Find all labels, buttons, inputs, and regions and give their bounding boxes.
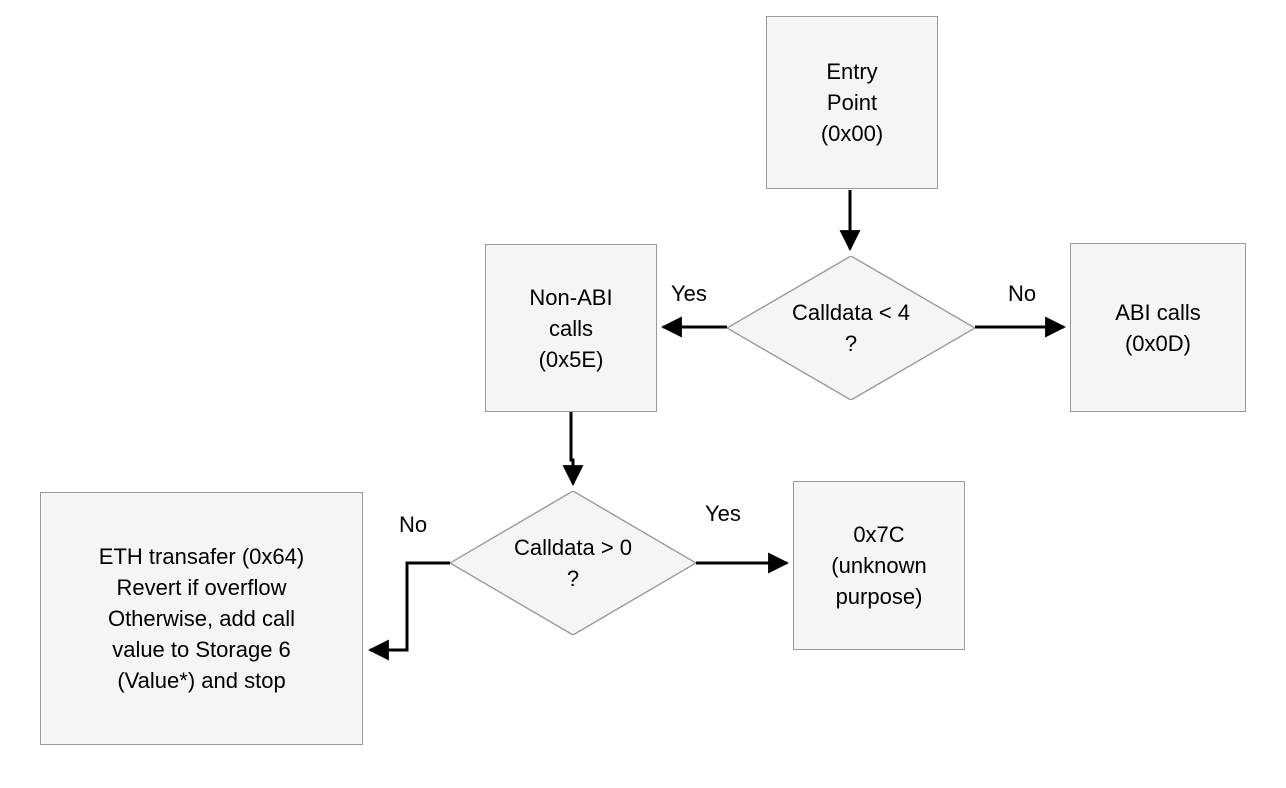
- node-eth-transfer[interactable]: ETH transafer (0x64) Revert if overflow …: [40, 492, 363, 745]
- node-decision-calldata-lt-4[interactable]: Calldata < 4 ?: [727, 256, 975, 400]
- node-non-abi-calls-label: Non-ABI calls (0x5E): [529, 284, 613, 372]
- node-non-abi-calls[interactable]: Non-ABI calls (0x5E): [485, 244, 657, 412]
- diamond-shape-icon: [727, 256, 975, 400]
- edge-label-lt4-yes: Yes: [671, 281, 707, 306]
- node-entry-point-label: Entry Point (0x00): [820, 59, 884, 146]
- node-unknown-purpose-label: 0x7C (unknown purpose): [831, 522, 927, 609]
- edge-label-gt0-no: No: [399, 512, 428, 537]
- node-decision-calldata-gt-0-label: Calldata > 0 ?: [513, 535, 633, 591]
- node-abi-calls-label: ABI calls (0x0D): [1115, 299, 1201, 356]
- node-abi-calls[interactable]: ABI calls (0x0D): [1070, 243, 1246, 412]
- node-entry-point[interactable]: Entry Point (0x00): [766, 16, 938, 189]
- node-decision-calldata-lt-4-label: Calldata < 4 ?: [791, 300, 911, 356]
- diamond-shape-icon: [450, 491, 696, 635]
- node-decision-calldata-gt-0[interactable]: Calldata > 0 ?: [450, 491, 696, 635]
- edge-nonabi-to-decision2: [562, 412, 584, 487]
- edge-decision2-no-to-eth: [367, 561, 450, 661]
- node-unknown-purpose[interactable]: 0x7C (unknown purpose): [793, 481, 965, 650]
- node-eth-transfer-label: ETH transafer (0x64) Revert if overflow …: [98, 544, 305, 693]
- edge-label-lt4-no: No: [1008, 281, 1037, 306]
- edge-label-gt0-yes: Yes: [705, 501, 741, 526]
